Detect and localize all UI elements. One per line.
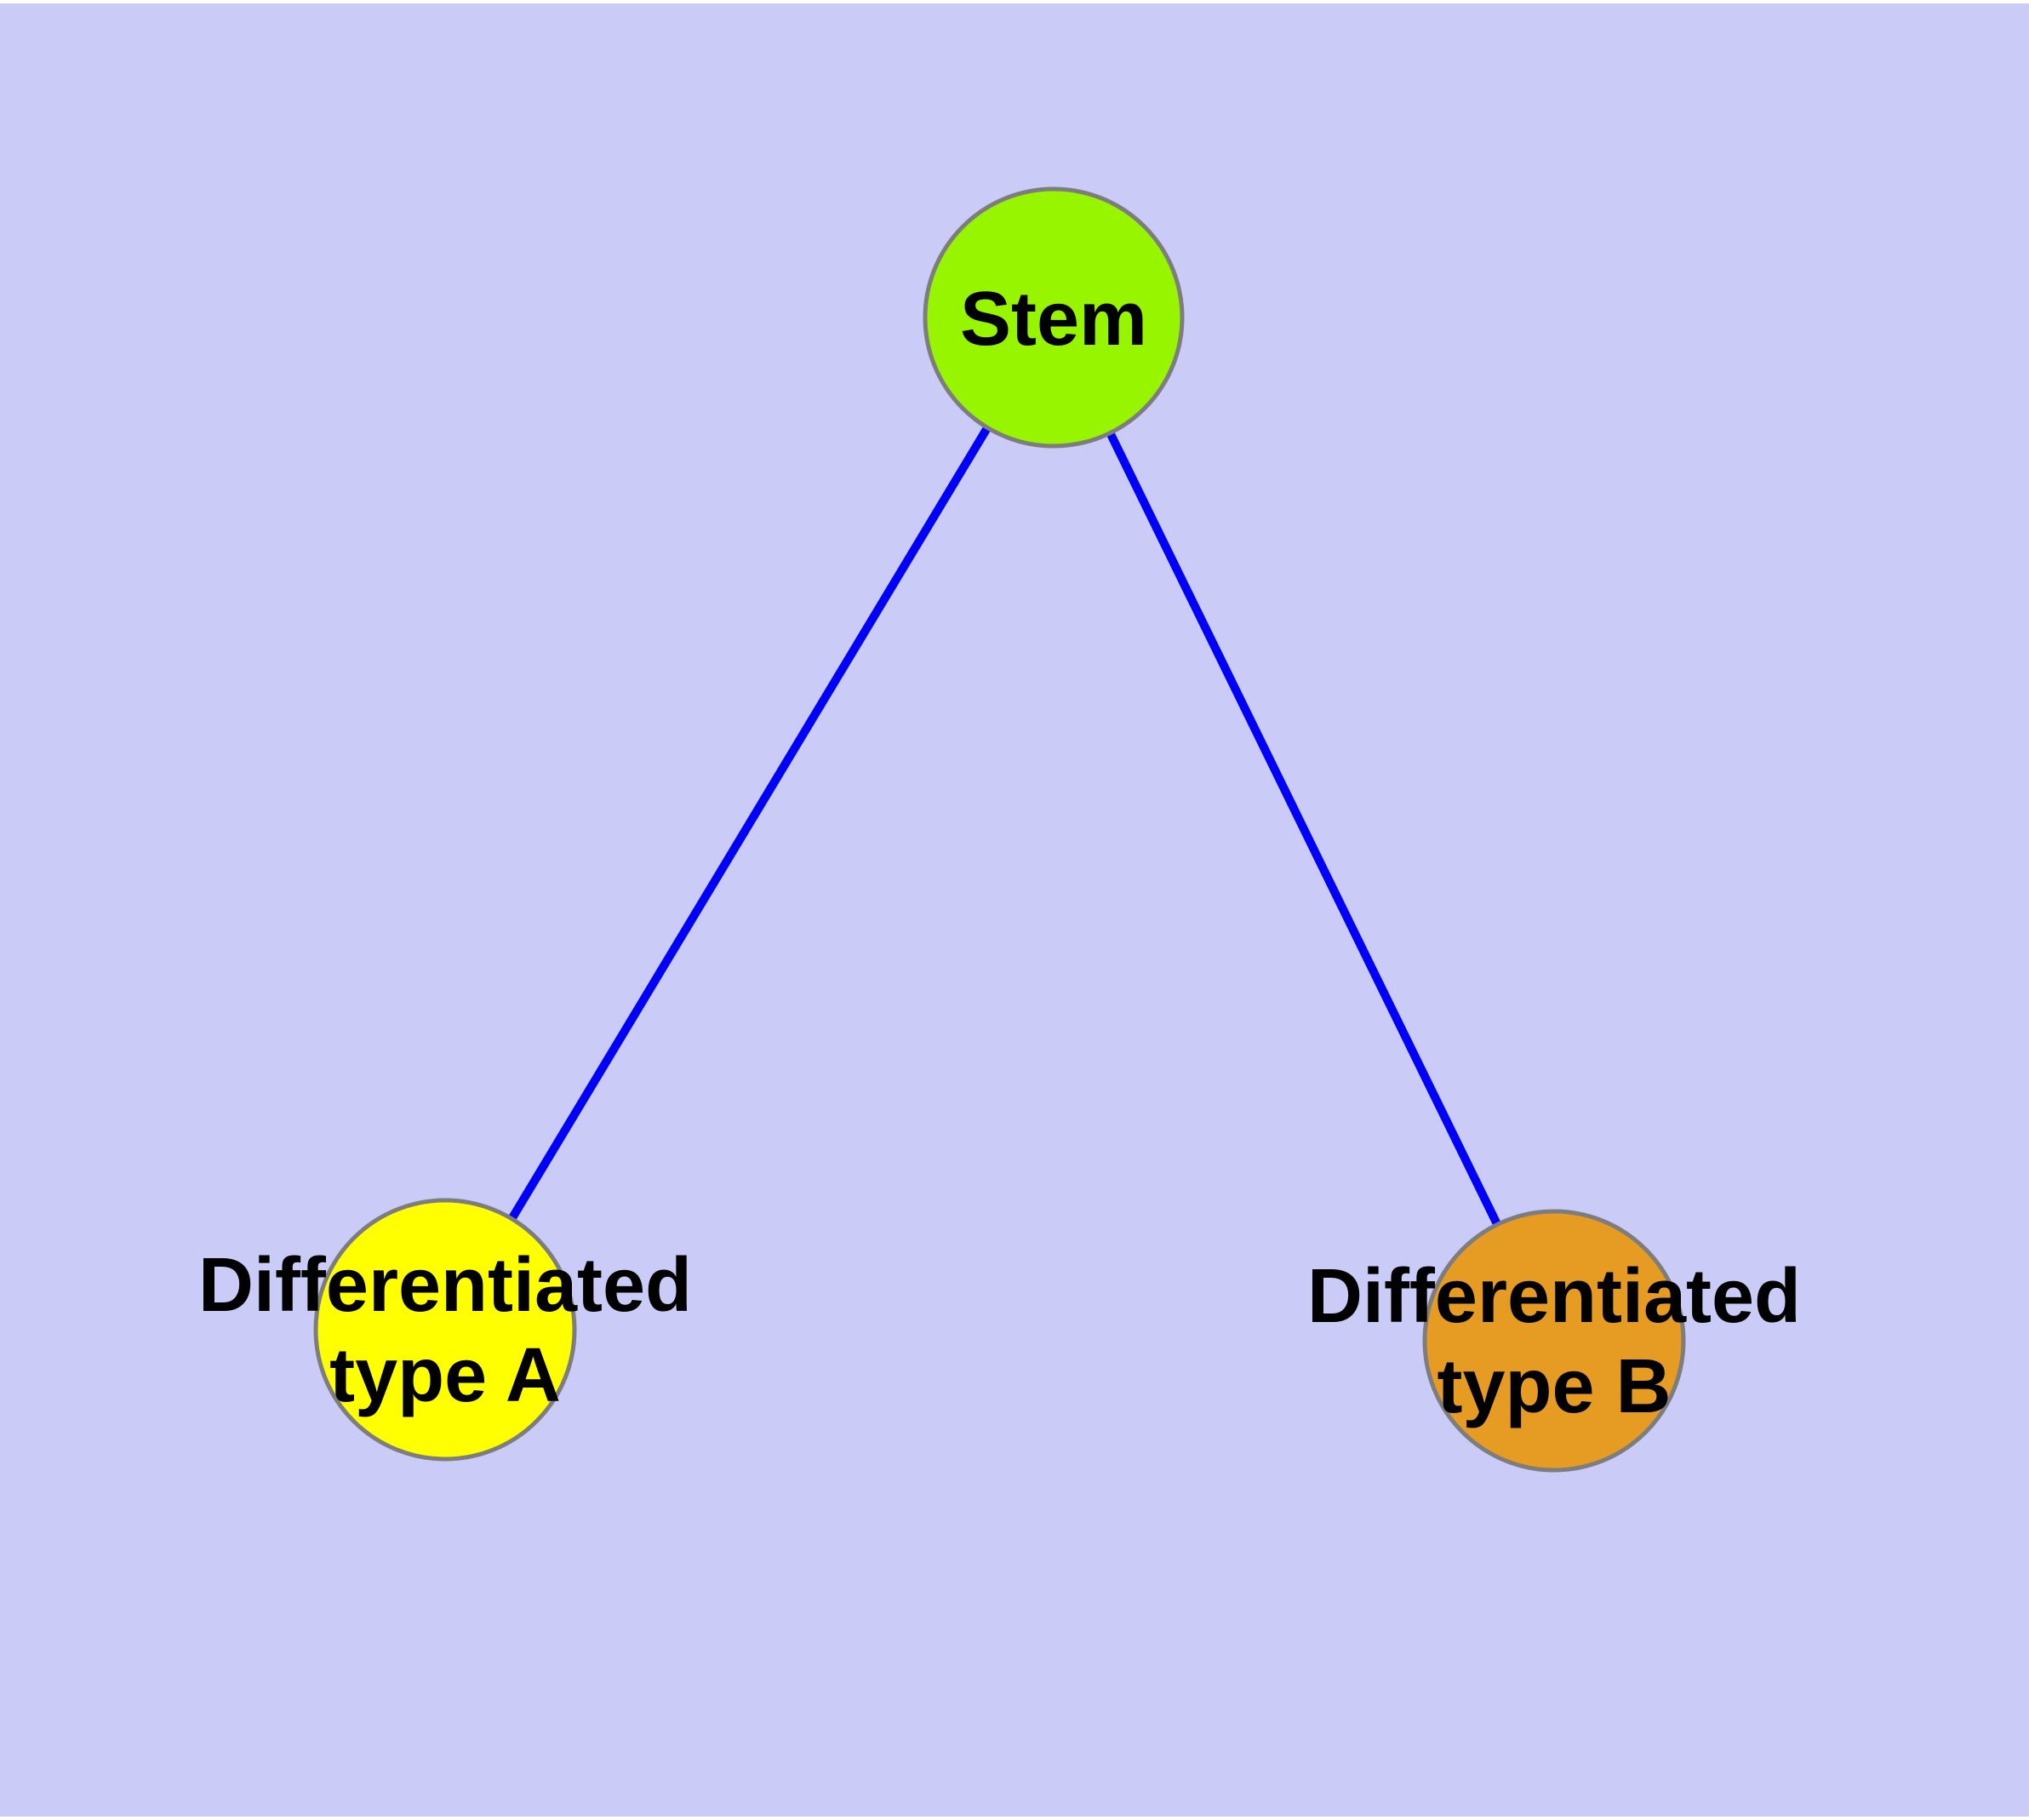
stem-label: Stem	[960, 277, 1147, 362]
type-b-label-line-1: Differentiated	[1307, 1254, 1801, 1339]
node-type-b	[1422, 1209, 1686, 1473]
type-a-label-line-1: Differentiated	[198, 1243, 692, 1328]
edges	[441, 315, 1558, 1343]
nodes	[313, 186, 1686, 1473]
node-stem	[923, 186, 1185, 449]
type-b-label-line-2: type B	[1437, 1344, 1671, 1429]
type-a-label-line-2: type A	[329, 1333, 561, 1418]
node-labels: Stem Differentiated type A Differentiate…	[198, 277, 1801, 1429]
edge-stem-to-type-b	[1049, 315, 1558, 1343]
edge-stem-to-type-a	[441, 315, 1058, 1332]
node-type-a	[313, 1198, 577, 1462]
